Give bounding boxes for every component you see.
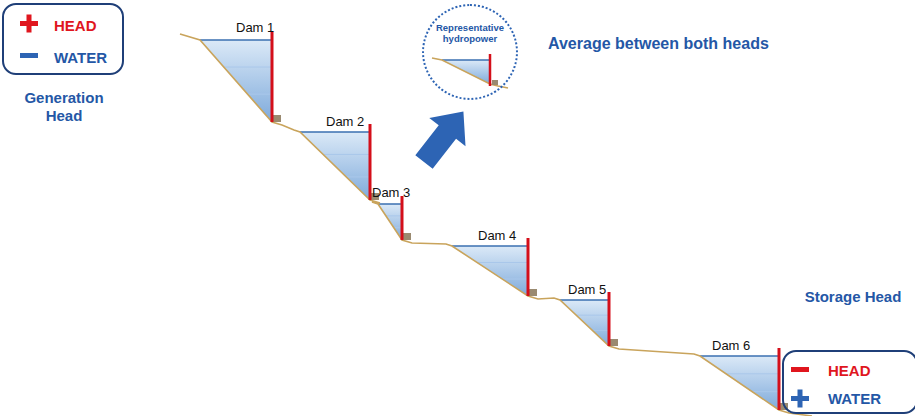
representative-label: Representative hydropower <box>432 22 508 44</box>
water-surface <box>452 245 528 247</box>
head-label: HEAD <box>828 362 871 380</box>
dam-wall <box>401 196 404 240</box>
water-surface <box>700 355 779 357</box>
note-label: Average between both heads <box>548 34 769 53</box>
water-label: WATER <box>54 49 107 67</box>
powerhouse <box>403 233 411 240</box>
water-band <box>477 262 528 263</box>
water-surface <box>300 131 370 133</box>
dam-wall <box>778 348 781 410</box>
dam-wall <box>271 32 274 122</box>
water-band <box>346 176 370 177</box>
dam-label: Dam 1 <box>236 20 274 35</box>
water-band <box>726 373 779 374</box>
water-band <box>323 154 370 155</box>
dam-label: Dam 5 <box>568 282 606 297</box>
water-band <box>224 67 272 68</box>
legend-box: HEADWATERGeneration Head <box>2 3 124 75</box>
water-band <box>592 330 609 331</box>
water-surface <box>200 39 272 41</box>
generation-head-title: Generation Head <box>8 89 120 125</box>
mini-dam <box>432 54 508 88</box>
dam-label: Dam 2 <box>326 114 364 129</box>
head-label: HEAD <box>54 17 97 35</box>
representative-circle: Representative hydropower <box>422 4 518 100</box>
powerhouse <box>273 115 281 122</box>
dam-wall <box>527 238 530 296</box>
water-surface <box>560 299 609 301</box>
dam-label: Dam 6 <box>712 338 750 353</box>
pointer-arrow <box>406 97 482 176</box>
powerhouse <box>529 289 537 296</box>
dam-wall <box>369 124 372 200</box>
storage-head-title: Storage Head <box>798 288 908 306</box>
dam-label: Dam 4 <box>478 228 516 243</box>
sign-symbols <box>20 15 809 408</box>
water-band <box>752 391 779 392</box>
water-label: WATER <box>828 390 881 408</box>
riverbed <box>180 34 812 416</box>
dam-label: Dam 3 <box>372 185 410 200</box>
water-band <box>502 279 528 280</box>
powerhouse <box>610 339 618 346</box>
legend-box: Storage HeadHEADWATER <box>782 350 915 414</box>
water-surface <box>378 203 402 205</box>
dam-wall <box>608 292 611 346</box>
powerhouse <box>780 403 788 410</box>
dam-cascade <box>180 32 812 416</box>
water-band <box>576 315 609 316</box>
water-band <box>248 94 272 95</box>
water-band <box>386 215 402 216</box>
